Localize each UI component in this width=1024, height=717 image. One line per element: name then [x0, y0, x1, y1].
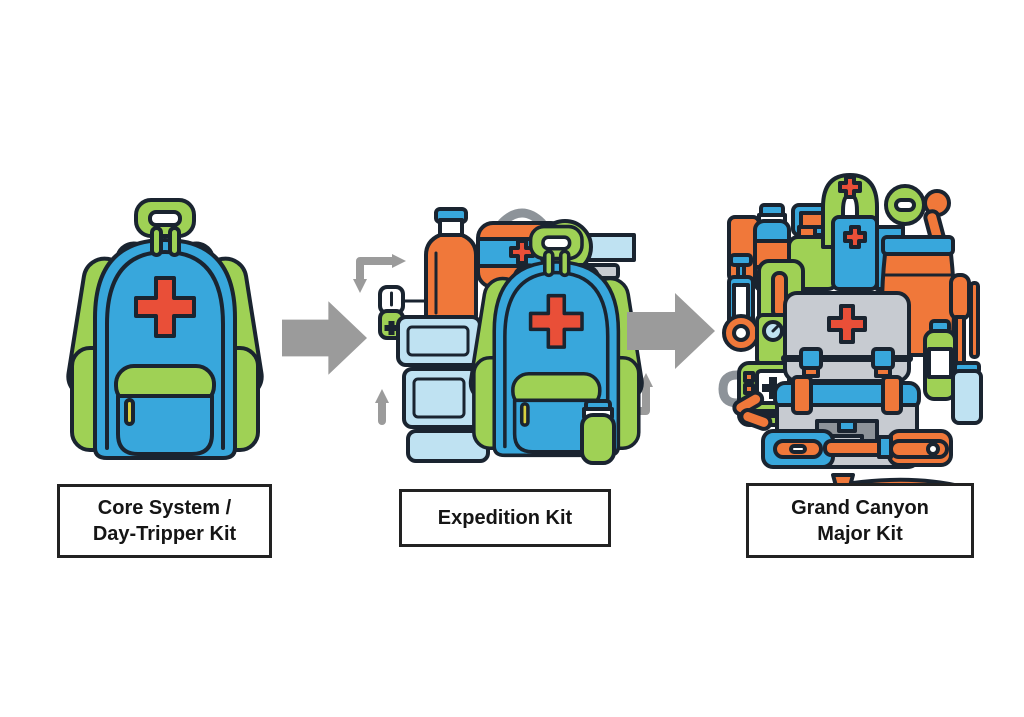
stage-core-system-illustration — [60, 196, 270, 466]
bandage-kit-icon — [761, 429, 835, 469]
progression-arrow-1 — [282, 301, 367, 375]
progression-arrow-2 — [627, 293, 715, 369]
stage-label-line: Core System / — [97, 497, 232, 519]
scalpel-icon — [823, 435, 949, 459]
stage-expedition-illustration — [353, 207, 653, 465]
screwdriver-icon — [949, 273, 980, 369]
small-green-bottle-icon — [580, 399, 616, 465]
green-bottle-icon — [923, 319, 957, 401]
expand-up-arrow-icon — [375, 389, 389, 425]
jar-icon — [951, 361, 983, 425]
stage-label-line: Major Kit — [817, 522, 903, 545]
orange-dry-bag-icon — [424, 207, 478, 331]
day-pack-backpack-icon — [65, 200, 264, 458]
stage-grand-canyon-illustration — [718, 173, 983, 499]
signal-mirror-icon — [884, 184, 926, 226]
stage-label-line: Grand Canyon — [791, 496, 929, 519]
expand-elbow-arrow-icon — [353, 254, 406, 293]
right-arrow-icon — [627, 293, 715, 369]
stage-label-line: Day-Tripper Kit — [92, 523, 237, 545]
stage-label-core-system: Core System / Day-Tripper Kit — [57, 484, 272, 558]
tape-ring-icon — [722, 314, 760, 352]
right-arrow-icon — [282, 301, 367, 375]
stage-label-expedition: Expedition Kit — [399, 489, 611, 547]
stage-label-grand-canyon: Grand Canyon Major Kit — [746, 483, 974, 558]
pill-capsules-icon — [732, 390, 773, 431]
stage-label-line: Expedition Kit — [437, 507, 573, 529]
medical-hard-case-icon — [781, 291, 913, 383]
